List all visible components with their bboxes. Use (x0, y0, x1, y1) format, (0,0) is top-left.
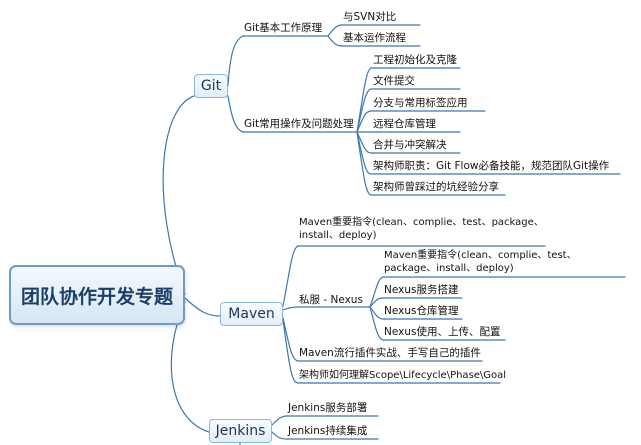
maven-nexus-label: 私服 - Nexus (299, 294, 363, 306)
git-ops-pitfalls-label: 架构师曾踩过的坑经验分享 (373, 181, 499, 193)
connector-principle-svn (327, 24, 343, 37)
jenkins-deploy-label: Jenkins服务部署 (288, 402, 368, 414)
git-node-label: Git (200, 78, 222, 94)
nexus-use-label: Nexus使用、上传、配置 (384, 326, 501, 338)
connector-git-principle (227, 35, 244, 87)
nexus-setup-label: Nexus服务搭建 (384, 284, 459, 296)
maven-plugins-label: Maven流行插件实战、手写自己的插件 (299, 347, 481, 359)
connector-jenkins-ci (271, 431, 288, 440)
jenkins-ci-label: Jenkins持续集成 (288, 425, 368, 437)
connector-ops-branch (356, 110, 372, 133)
connector-root-git (162, 95, 195, 295)
git-node: Git (194, 74, 228, 98)
git-ops-architect-label: 架构师职责：Git Flow必备技能，规范团队Git操作 (373, 160, 610, 172)
maven-node: Maven (220, 302, 283, 326)
root-title: 团队协作开发专题 (20, 285, 173, 308)
git-ops-init-label: 工程初始化及克隆 (373, 54, 457, 66)
connector-nexus-setup (369, 297, 384, 308)
connector-maven-commands (282, 245, 299, 307)
connector-ops-commit (356, 88, 372, 133)
git-principle-label: Git基本工作原理 (244, 22, 323, 34)
maven-scope-label: 架构师如何理解Scope\Lifecycle\Phase\Goal (299, 370, 507, 381)
nexus-repo-label: Nexus仓库管理 (384, 305, 459, 317)
connector-principle-flow (327, 35, 343, 47)
connector-git-ops (227, 95, 244, 133)
git-ops-branch-label: 分支与常用标签应用 (373, 97, 468, 109)
jenkins-node: Jenkins (209, 419, 272, 443)
connector-ops-pitfalls (356, 131, 372, 196)
git-ops-remote-label: 远程仓库管理 (373, 118, 436, 130)
git-ops-merge-label: 合并与冲突解决 (373, 139, 447, 151)
connector-nexus-commands (369, 276, 384, 308)
git-ops-commit-label: 文件提交 (373, 75, 415, 87)
nexus-commands-label: Maven重要指令(clean、complie、test、package、ins… (384, 250, 577, 274)
git-basic-flow-label: 基本运作流程 (343, 32, 406, 44)
connector-ops-init (356, 67, 372, 133)
git-svn-compare-label: 与SVN对比 (343, 11, 397, 23)
connector-nexus-use (369, 306, 384, 341)
root-node: 团队协作开发专题 (9, 265, 185, 325)
connector-maven-nexus (282, 306, 299, 311)
connector-jenkins-deploy (271, 415, 288, 426)
connector-maven-plugins (282, 317, 299, 362)
maven-commands-label: Maven重要指令(clean、complie、test、package、ins… (299, 217, 544, 241)
connector-maven-scope (282, 319, 299, 384)
maven-node-label: Maven (228, 306, 275, 322)
connector-nexus-repo (369, 306, 384, 320)
connector-ops-merge (356, 131, 372, 154)
connector-root-maven (184, 297, 221, 317)
jenkins-node-label: Jenkins (215, 423, 266, 439)
git-ops-label: Git常用操作及问题处理 (244, 118, 354, 130)
